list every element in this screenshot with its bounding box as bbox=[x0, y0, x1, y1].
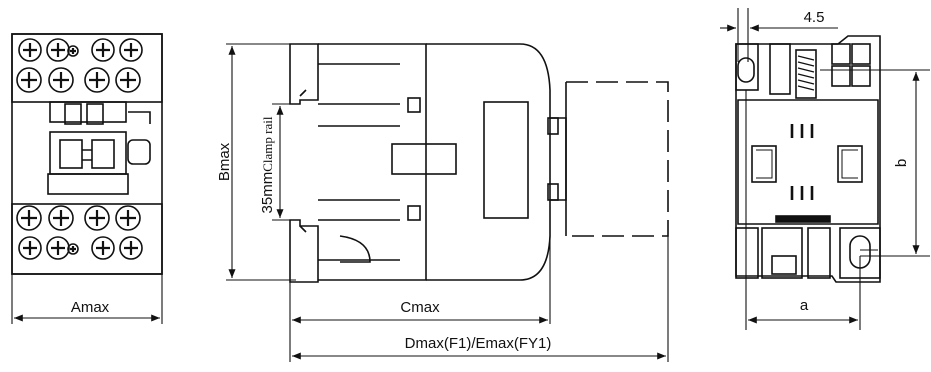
bottom-terminals bbox=[16, 205, 143, 260]
upper-rail-clip bbox=[289, 43, 319, 105]
bmax-label: Bmax bbox=[216, 142, 233, 181]
side-button bbox=[391, 143, 457, 175]
clamp-rail-label: 35mmClamp rail bbox=[259, 116, 276, 213]
top-terminals bbox=[16, 38, 143, 93]
hole-offset-label: 4.5 bbox=[804, 9, 825, 26]
front-view bbox=[11, 33, 163, 275]
clamp-rail-dimension bbox=[272, 103, 300, 221]
cmax-label: Cmax bbox=[400, 299, 440, 316]
b-label: b bbox=[893, 159, 910, 167]
dmax-emax-label: Dmax(F1)/Emax(FY1) bbox=[405, 335, 552, 352]
a-label: a bbox=[800, 297, 809, 314]
bmax-dimension bbox=[226, 43, 296, 281]
rear-view bbox=[735, 35, 881, 283]
side-coil-housing bbox=[426, 43, 551, 281]
cmax-dimension bbox=[289, 236, 669, 362]
amax-label: Amax bbox=[71, 299, 110, 316]
bottom-screw-slots bbox=[21, 210, 138, 255]
amax-dimension bbox=[11, 274, 163, 324]
side-view bbox=[289, 43, 669, 283]
accessory-outline bbox=[566, 81, 669, 237]
top-screw-slots bbox=[21, 43, 138, 88]
bottom-terminal-block bbox=[11, 203, 163, 275]
front-mechanism bbox=[47, 101, 151, 195]
side-window bbox=[483, 101, 529, 219]
rear-body-outline bbox=[735, 35, 881, 283]
rear-dimensions bbox=[720, 8, 930, 330]
side-main-body bbox=[318, 43, 427, 281]
rear-spring bbox=[795, 49, 817, 99]
